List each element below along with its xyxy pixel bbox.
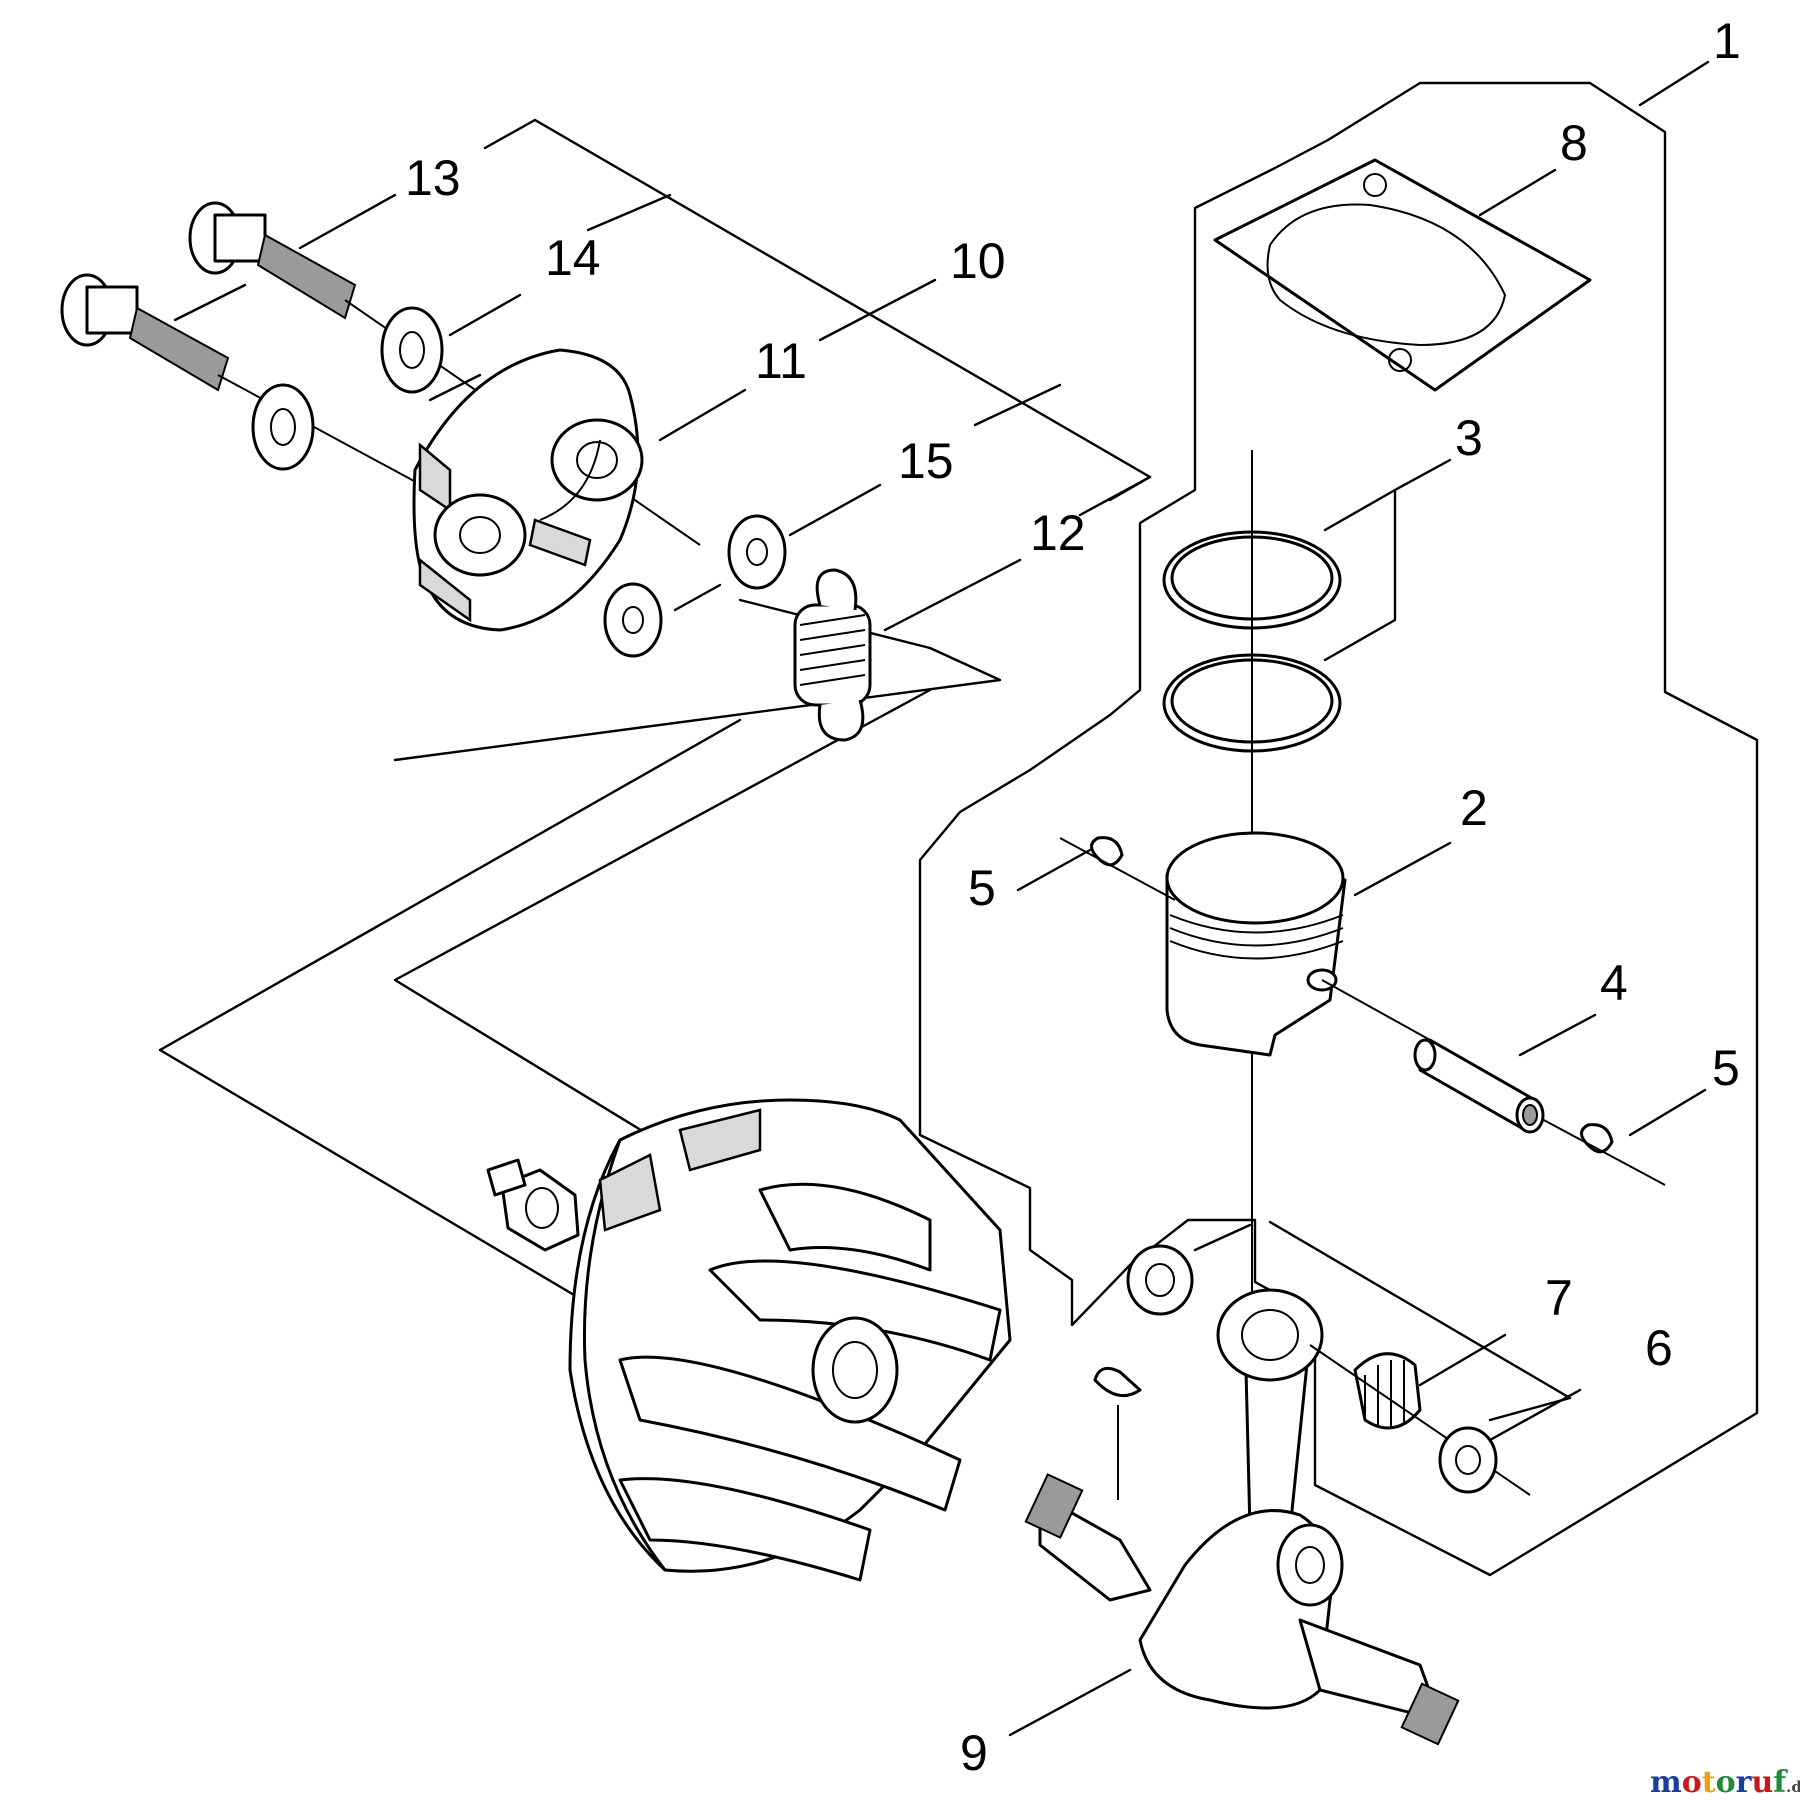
piston bbox=[1165, 831, 1431, 1057]
callout-12: 12 bbox=[1030, 505, 1086, 561]
svg-text:motoruf.de: motoruf.de bbox=[1650, 1765, 1800, 1800]
leader-15-group bbox=[973, 383, 1062, 427]
clutch-nut bbox=[486, 1158, 580, 1252]
leader-15b bbox=[673, 583, 722, 612]
callout-15: 15 bbox=[898, 433, 954, 489]
leader-14 bbox=[448, 293, 522, 337]
leader-1 bbox=[1638, 60, 1710, 107]
group-outline-drum-2 bbox=[393, 688, 932, 1162]
callout-5-right: 5 bbox=[1712, 1040, 1740, 1096]
group-outline-drum bbox=[158, 718, 762, 1407]
callout-1: 1 bbox=[1713, 13, 1741, 69]
leader-15 bbox=[788, 483, 882, 537]
connecting-rod bbox=[1216, 1288, 1324, 1532]
leader-12-group bbox=[1078, 475, 1152, 517]
gasket bbox=[1213, 158, 1592, 392]
callout-8: 8 bbox=[1560, 115, 1588, 171]
clutch-drum bbox=[568, 1098, 1012, 1582]
leader-4 bbox=[1518, 1013, 1597, 1057]
washer-15-upper bbox=[727, 514, 787, 590]
needle-bearing bbox=[1309, 1344, 1531, 1496]
circlip-left bbox=[1059, 836, 1176, 901]
circlip-right bbox=[1539, 1117, 1666, 1186]
woodruff-key bbox=[1093, 1366, 1142, 1500]
leader-8 bbox=[1478, 168, 1557, 217]
callout-7: 7 bbox=[1545, 1270, 1573, 1326]
group-outline-crank bbox=[1268, 1220, 1572, 1422]
leader-11 bbox=[658, 388, 747, 442]
leader-12 bbox=[883, 558, 1022, 632]
bearing-washer bbox=[1438, 1426, 1498, 1494]
group-outline-clutch-left bbox=[483, 118, 537, 150]
leader-10 bbox=[818, 278, 937, 342]
callout-13: 13 bbox=[405, 150, 461, 206]
callout-2: 2 bbox=[1460, 780, 1488, 836]
leader-7 bbox=[1418, 1333, 1507, 1387]
leader-13 bbox=[298, 193, 397, 250]
motoruf-logo: motoruf.de bbox=[1650, 1765, 1800, 1800]
leader-3 bbox=[1323, 488, 1397, 662]
clutch-bolt-upper bbox=[188, 201, 701, 546]
bearing-left bbox=[1126, 1244, 1194, 1316]
leader-bearing bbox=[1193, 1223, 1252, 1252]
leader-14-group bbox=[586, 193, 672, 232]
callout-3: 3 bbox=[1455, 410, 1483, 466]
leader-14b bbox=[428, 373, 482, 402]
piston-pin bbox=[1413, 1038, 1545, 1134]
crankshaft bbox=[1024, 1473, 1460, 1746]
callout-14: 14 bbox=[545, 230, 601, 286]
group-outline-kit bbox=[918, 81, 1759, 1577]
clutch-spring bbox=[793, 568, 872, 742]
callout-4: 4 bbox=[1600, 955, 1628, 1011]
leader-5-left bbox=[1016, 848, 1092, 892]
leader-2 bbox=[1353, 841, 1452, 897]
washer-15-lower bbox=[603, 582, 663, 658]
callout-10: 10 bbox=[950, 233, 1006, 289]
callout-6: 6 bbox=[1645, 1320, 1673, 1376]
clutch-shoes bbox=[412, 348, 644, 632]
callout-5-left: 5 bbox=[968, 860, 996, 916]
callout-9: 9 bbox=[960, 1725, 988, 1781]
washer-upper bbox=[380, 306, 444, 394]
leader-9 bbox=[1008, 1668, 1132, 1737]
leader-13b bbox=[173, 283, 247, 322]
washer-lower bbox=[251, 383, 315, 471]
leader-5-right bbox=[1628, 1088, 1707, 1137]
leader-6 bbox=[1488, 1388, 1582, 1442]
callout-11: 11 bbox=[755, 333, 807, 389]
leader-3-tip bbox=[1393, 458, 1452, 492]
